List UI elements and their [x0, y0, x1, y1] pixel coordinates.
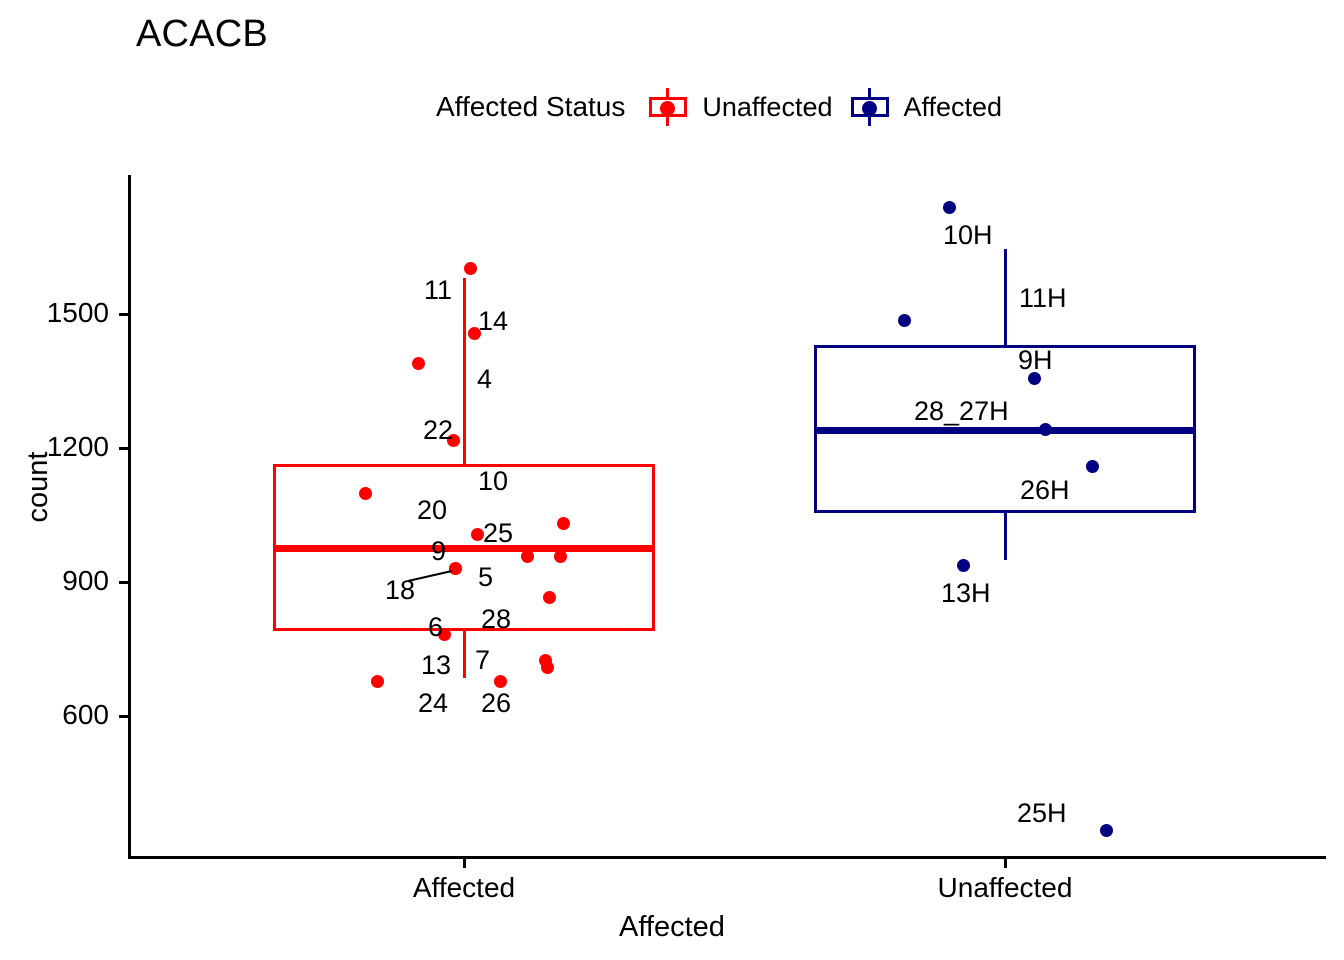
- data-point-label-28: 28: [481, 604, 512, 634]
- boxplot-whisker-upper: [463, 278, 466, 464]
- data-point-label-24: 24: [418, 688, 449, 718]
- data-point-6[interactable]: [438, 628, 451, 641]
- y-tick-label-600: 600: [62, 699, 109, 730]
- boxplot-whisker-lower: [463, 631, 466, 679]
- data-point-14[interactable]: [468, 327, 481, 340]
- x-tick-label-affected: Affected: [412, 872, 516, 903]
- data-point-10H[interactable]: [943, 201, 956, 214]
- data-point-label-4: 4: [477, 364, 493, 394]
- boxplot-whisker-upper: [1004, 249, 1007, 346]
- data-point-label-25: 25: [483, 518, 514, 548]
- data-point-label-7: 7: [475, 645, 491, 675]
- data-point-11H[interactable]: [898, 314, 911, 327]
- data-point-13H[interactable]: [957, 559, 970, 572]
- y-tick-mark: [119, 447, 128, 450]
- data-point-label-25H: 25H: [1017, 798, 1067, 828]
- data-point-label-9: 9: [431, 536, 447, 566]
- y-tick-mark: [119, 715, 128, 718]
- legend-item-unaffected[interactable]: Unaffected: [645, 88, 833, 126]
- boxplot-whisker-lower: [1004, 512, 1007, 560]
- data-point-label-11: 11: [424, 275, 453, 305]
- boxplot-median-line: [814, 426, 1196, 434]
- data-point-label-20: 20: [417, 495, 448, 525]
- data-point-28_27H[interactable]: [1039, 423, 1052, 436]
- data-point-label-10: 10: [478, 466, 509, 496]
- data-point-7[interactable]: [539, 654, 552, 667]
- data-point-11[interactable]: [464, 262, 477, 275]
- boxplot-box[interactable]: [273, 463, 655, 632]
- data-point-extra-2[interactable]: [554, 550, 567, 563]
- y-tick-label-1500: 1500: [46, 297, 109, 328]
- chart-title: ACACB: [136, 13, 268, 55]
- data-point-label-26: 26: [481, 688, 512, 718]
- legend: Affected Status Unaffected Affected: [436, 88, 1002, 126]
- data-point-label-5: 5: [478, 562, 494, 592]
- data-point-22[interactable]: [447, 434, 460, 447]
- data-point-28[interactable]: [543, 591, 556, 604]
- legend-label-affected: Affected: [903, 91, 1003, 122]
- data-point-label-10H: 10H: [943, 220, 993, 250]
- y-tick-label-900: 900: [62, 565, 109, 596]
- boxplot-key-icon: [847, 88, 893, 126]
- data-point-26[interactable]: [494, 675, 507, 688]
- data-point-5[interactable]: [449, 562, 462, 575]
- x-axis-line: [128, 856, 1326, 859]
- data-point-label-18: 18: [385, 575, 416, 605]
- legend-item-affected[interactable]: Affected: [847, 88, 1003, 126]
- data-point-26H[interactable]: [1086, 460, 1099, 473]
- data-point-24[interactable]: [371, 675, 384, 688]
- legend-title: Affected Status: [436, 91, 626, 122]
- data-point-label-6: 6: [428, 612, 444, 642]
- data-point-25H[interactable]: [1100, 824, 1113, 837]
- data-point-label-13: 13: [421, 650, 452, 680]
- data-point-label-26H: 26H: [1020, 475, 1070, 505]
- y-axis-title: count: [22, 451, 54, 523]
- boxplot-key-icon: [645, 88, 691, 126]
- label-leader-line: [407, 570, 453, 582]
- data-point-extra-3[interactable]: [541, 661, 554, 674]
- y-axis-line: [128, 175, 131, 858]
- data-point-25[interactable]: [471, 528, 484, 541]
- legend-label-unaffected: Unaffected: [702, 91, 833, 122]
- x-tick-mark: [1004, 859, 1007, 868]
- data-point-label-14: 14: [478, 306, 509, 336]
- data-point-20[interactable]: [359, 487, 372, 500]
- data-point-extra-1[interactable]: [521, 550, 534, 563]
- y-tick-label-1200: 1200: [46, 431, 109, 462]
- data-point-18[interactable]: [449, 562, 462, 575]
- data-point-9H[interactable]: [1028, 372, 1041, 385]
- data-point-extra-0[interactable]: [557, 517, 570, 530]
- y-tick-mark: [119, 581, 128, 584]
- data-point-label-13H: 13H: [941, 578, 991, 608]
- data-point-label-11H: 11H: [1019, 283, 1067, 313]
- x-tick-label-unaffected: Unaffected: [937, 872, 1073, 903]
- data-point-label-22: 22: [423, 415, 454, 445]
- boxplot-median-line: [273, 545, 655, 552]
- x-axis-title: Affected: [619, 911, 725, 943]
- y-tick-mark: [119, 313, 128, 316]
- data-point-4[interactable]: [412, 357, 425, 370]
- boxplot-box[interactable]: [814, 345, 1196, 513]
- x-tick-mark: [463, 859, 466, 868]
- data-point-label-9H: 9H: [1018, 345, 1053, 375]
- data-point-label-28_27H: 28_27H: [914, 396, 1009, 426]
